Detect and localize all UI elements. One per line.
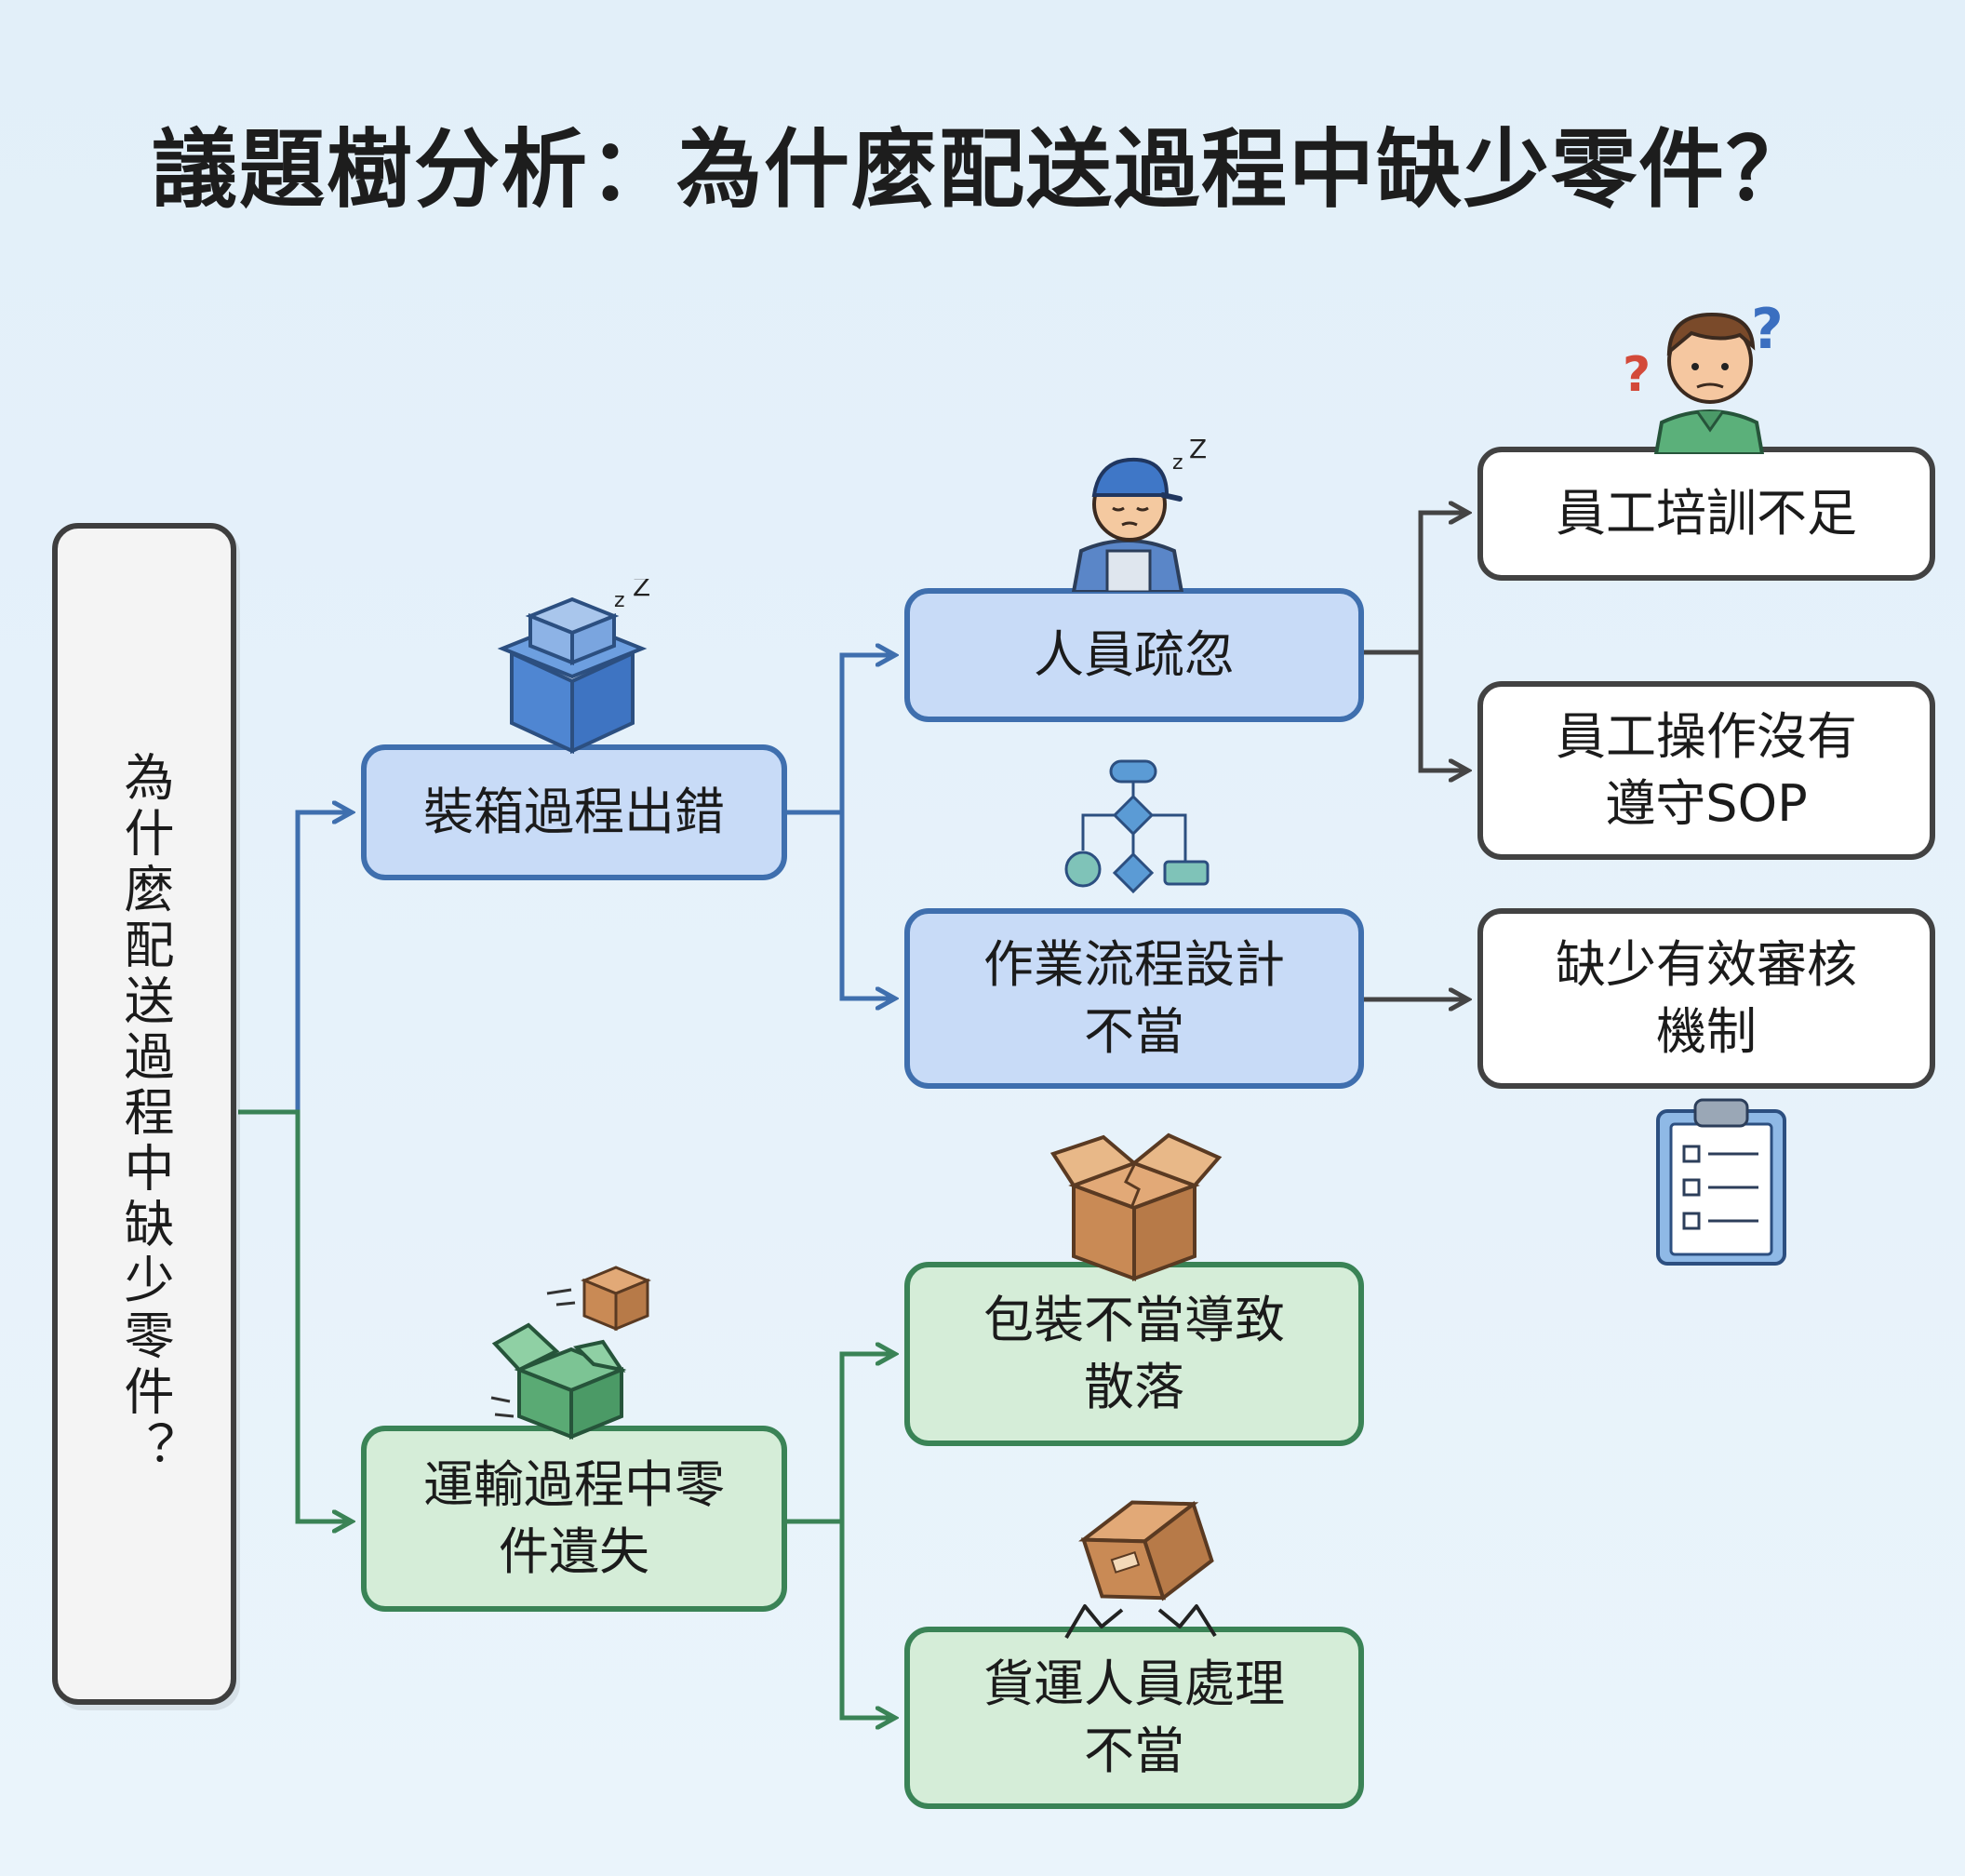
handling-label: 貨運人員處理不當 bbox=[983, 1654, 1285, 1780]
svg-text:?: ? bbox=[1751, 297, 1784, 362]
svg-text:z: z bbox=[614, 589, 625, 612]
svg-text:Z: Z bbox=[1189, 434, 1207, 464]
sop-label: 員工操作沒有遵守SOP bbox=[1556, 706, 1857, 833]
svg-text:Z: Z bbox=[633, 579, 650, 602]
connector-transport-handling bbox=[787, 1519, 895, 1718]
connector-packing-negligence bbox=[787, 655, 895, 815]
review-label: 缺少有效審核機制 bbox=[1556, 934, 1857, 1061]
handling-node[interactable]: 貨運人員處理不當 bbox=[904, 1627, 1364, 1809]
flowchart-icon bbox=[1055, 757, 1213, 906]
connector-negligence-training bbox=[1364, 513, 1468, 655]
connector-root-packing bbox=[238, 812, 352, 1115]
root-issue-label: 為什麼配送過程中缺少零件？ bbox=[115, 751, 174, 1477]
human-negligence-node[interactable]: 人員疏忽 bbox=[904, 588, 1364, 722]
confused-person-icon: ? ? bbox=[1617, 281, 1803, 454]
broken-box-icon bbox=[1046, 1128, 1223, 1282]
connector-packing-process bbox=[787, 810, 895, 998]
packaging-node[interactable]: 包裝不當導致散落 bbox=[904, 1262, 1364, 1446]
packing-error-node[interactable]: 裝箱過程出錯 bbox=[361, 744, 787, 880]
human-negligence-label: 人員疏忽 bbox=[1034, 624, 1235, 684]
svg-text:z: z bbox=[1172, 451, 1183, 475]
training-label: 員工培訓不足 bbox=[1556, 483, 1857, 543]
root-issue-node[interactable]: 為什麼配送過程中缺少零件？ bbox=[52, 523, 236, 1705]
transport-loss-node[interactable]: 運輸過程中零件遺失 bbox=[361, 1426, 787, 1612]
connector-transport-packaging bbox=[787, 1354, 895, 1524]
sleepy-worker-icon: z Z bbox=[1063, 421, 1230, 592]
connector-negligence-sop bbox=[1364, 650, 1468, 770]
connector-root-transport bbox=[238, 1109, 352, 1521]
review-node[interactable]: 缺少有效審核機制 bbox=[1477, 908, 1935, 1089]
packaging-label: 包裝不當導致散落 bbox=[983, 1290, 1285, 1416]
page-title: 議題樹分析：為什麼配送過程中缺少零件？ bbox=[151, 120, 1813, 220]
sleepy-box-icon: z Z bbox=[484, 579, 670, 756]
training-node[interactable]: 員工培訓不足 bbox=[1477, 447, 1935, 581]
process-design-node[interactable]: 作業流程設計不當 bbox=[904, 908, 1364, 1089]
svg-text:?: ? bbox=[1623, 347, 1651, 403]
dropped-box-icon bbox=[1057, 1481, 1224, 1640]
clipboard-checklist-icon bbox=[1647, 1091, 1796, 1267]
sop-node[interactable]: 員工操作沒有遵守SOP bbox=[1477, 681, 1935, 860]
process-design-label: 作業流程設計不當 bbox=[983, 934, 1285, 1061]
transport-loss-label: 運輸過程中零件遺失 bbox=[423, 1454, 725, 1581]
tumbling-box-icon bbox=[482, 1258, 668, 1440]
packing-error-label: 裝箱過程出錯 bbox=[423, 782, 725, 841]
